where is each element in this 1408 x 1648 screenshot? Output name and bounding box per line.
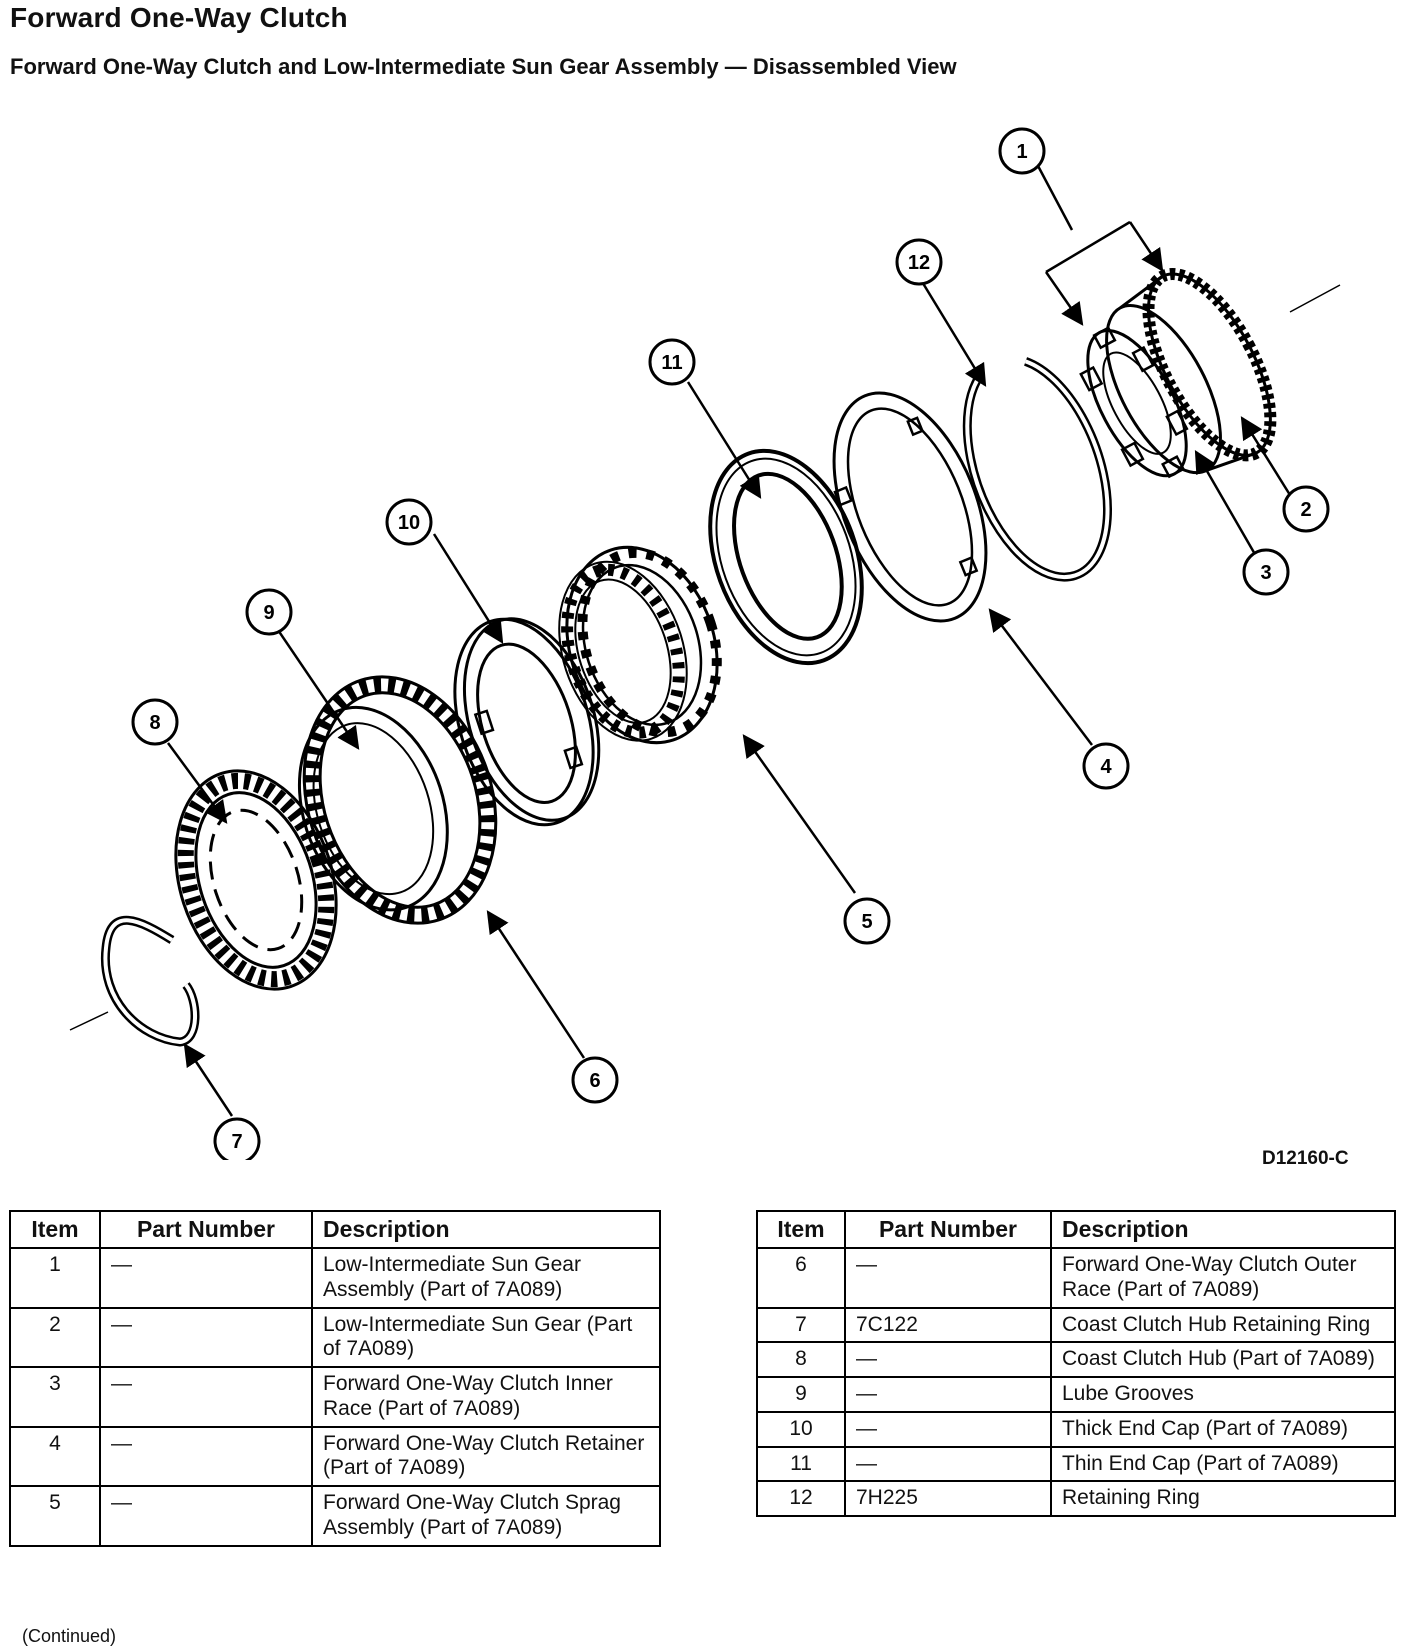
cell-part-number: — xyxy=(844,1445,1052,1483)
callout-2: 2 xyxy=(1282,485,1330,533)
cell-part-number: — xyxy=(844,1247,1052,1309)
table-row: 4—Forward One-Way Clutch Retainer (Part … xyxy=(9,1425,661,1488)
callout-7: 7 xyxy=(213,1117,261,1160)
table-header-row: Item Part Number Description xyxy=(9,1209,661,1250)
cell-description: Thin End Cap (Part of 7A089) xyxy=(1050,1445,1396,1483)
cell-description: Forward One-Way Clutch Outer Race (Part … xyxy=(1050,1247,1396,1309)
cell-description: Retaining Ring xyxy=(1050,1480,1396,1518)
continued-note: (Continued) xyxy=(22,1626,117,1646)
cell-item: 12 xyxy=(756,1480,846,1518)
table-row: 3—Forward One-Way Clutch Inner Race (Par… xyxy=(9,1366,661,1428)
callout-10: 10 xyxy=(385,498,433,546)
cell-part-number: 7C122 xyxy=(844,1306,1052,1344)
figure-code: D12160-C xyxy=(1262,1148,1349,1169)
cell-item: 9 xyxy=(756,1376,846,1413)
svg-text:8: 8 xyxy=(149,712,160,734)
cell-part-number: — xyxy=(844,1410,1052,1448)
column-header-item: Item xyxy=(756,1209,846,1250)
table-header-row: Item Part Number Description xyxy=(756,1209,1396,1250)
table-row: 2—Low-Intermediate Sun Gear (Part of 7A0… xyxy=(9,1306,661,1369)
table-row: 11—Thin End Cap (Part of 7A089) xyxy=(756,1445,1396,1483)
cell-description: Low-Intermediate Sun Gear Assembly (Part… xyxy=(311,1247,661,1309)
cell-item: 4 xyxy=(9,1425,101,1488)
svg-text:4: 4 xyxy=(1100,756,1112,778)
cell-description: Lube Grooves xyxy=(1050,1376,1396,1413)
hub-retaining-ring xyxy=(100,915,200,1047)
table-row: 8—Coast Clutch Hub (Part of 7A089) xyxy=(756,1341,1396,1379)
leader-lines xyxy=(166,163,1292,1117)
cell-item: 8 xyxy=(756,1341,846,1379)
figure-subtitle: Forward One-Way Clutch and Low-Intermedi… xyxy=(10,54,957,79)
parts-table-right: Item Part Number Description 6—Forward O… xyxy=(756,1209,1396,1518)
callout-1: 1 xyxy=(998,127,1046,175)
parts-table-left: Item Part Number Description 1—Low-Inter… xyxy=(9,1209,661,1547)
callout-4: 4 xyxy=(1082,742,1130,790)
axis-line xyxy=(1289,284,1341,313)
cell-part-number: — xyxy=(844,1376,1052,1413)
column-header-description: Description xyxy=(311,1209,661,1250)
cell-item: 7 xyxy=(756,1306,846,1344)
callout-11: 11 xyxy=(648,338,696,386)
table-row: 10—Thick End Cap (Part of 7A089) xyxy=(756,1410,1396,1448)
cell-part-number: — xyxy=(99,1366,313,1428)
cell-part-number: — xyxy=(844,1341,1052,1379)
coast-clutch-hub xyxy=(174,769,338,991)
callout-8: 8 xyxy=(131,698,179,746)
cell-description: Forward One-Way Clutch Retainer (Part of… xyxy=(311,1425,661,1488)
callout-3: 3 xyxy=(1242,548,1290,596)
cell-item: 11 xyxy=(756,1445,846,1483)
svg-text:1: 1 xyxy=(1016,141,1027,163)
column-header-part-number: Part Number xyxy=(99,1209,313,1250)
cell-item: 5 xyxy=(9,1485,101,1547)
cell-description: Low-Intermediate Sun Gear (Part of 7A089… xyxy=(311,1306,661,1369)
retaining-ring xyxy=(962,357,1112,582)
cell-part-number: — xyxy=(99,1306,313,1369)
callout-6: 6 xyxy=(571,1056,619,1104)
cell-description: Forward One-Way Clutch Sprag Assembly (P… xyxy=(311,1485,661,1547)
clutch-retainer xyxy=(832,391,988,623)
cell-description: Coast Clutch Hub (Part of 7A089) xyxy=(1050,1341,1396,1379)
cell-part-number: 7H225 xyxy=(844,1480,1052,1518)
cell-item: 3 xyxy=(9,1366,101,1428)
table-row: 1—Low-Intermediate Sun Gear Assembly (Pa… xyxy=(9,1247,661,1309)
callout-5: 5 xyxy=(843,897,891,945)
callout-12: 12 xyxy=(895,238,943,286)
column-header-item: Item xyxy=(9,1209,101,1250)
table-row: 9—Lube Grooves xyxy=(756,1376,1396,1413)
svg-text:12: 12 xyxy=(908,252,930,274)
cell-part-number: — xyxy=(99,1485,313,1547)
svg-text:2: 2 xyxy=(1300,499,1311,521)
svg-text:9: 9 xyxy=(263,602,274,624)
cell-item: 10 xyxy=(756,1410,846,1448)
exploded-view-diagram: 1 2 3 4 5 6 7 8 9 10 11 12 xyxy=(69,127,1341,1160)
cell-item: 1 xyxy=(9,1247,101,1309)
cell-part-number: — xyxy=(99,1247,313,1309)
sprag-assembly xyxy=(558,545,722,745)
cell-part-number: — xyxy=(99,1425,313,1488)
column-header-description: Description xyxy=(1050,1209,1396,1250)
cell-description: Coast Clutch Hub Retaining Ring xyxy=(1050,1306,1396,1344)
cell-item: 2 xyxy=(9,1306,101,1369)
sun-gear-assembly xyxy=(1079,267,1277,479)
svg-text:7: 7 xyxy=(231,1131,242,1153)
outer-race xyxy=(297,675,498,925)
table-row: 5—Forward One-Way Clutch Sprag Assembly … xyxy=(9,1485,661,1547)
column-header-part-number: Part Number xyxy=(844,1209,1052,1250)
cell-description: Thick End Cap (Part of 7A089) xyxy=(1050,1410,1396,1448)
svg-text:11: 11 xyxy=(661,352,682,374)
callout-9: 9 xyxy=(245,588,293,636)
svg-text:6: 6 xyxy=(589,1070,600,1092)
table-row: 6—Forward One-Way Clutch Outer Race (Par… xyxy=(756,1247,1396,1309)
cell-description: Forward One-Way Clutch Inner Race (Part … xyxy=(311,1366,661,1428)
axis-line xyxy=(69,1011,109,1031)
page-title: Forward One-Way Clutch xyxy=(10,2,348,33)
cell-item: 6 xyxy=(756,1247,846,1309)
svg-text:3: 3 xyxy=(1260,562,1271,584)
svg-text:5: 5 xyxy=(861,911,872,933)
svg-text:10: 10 xyxy=(398,512,420,534)
